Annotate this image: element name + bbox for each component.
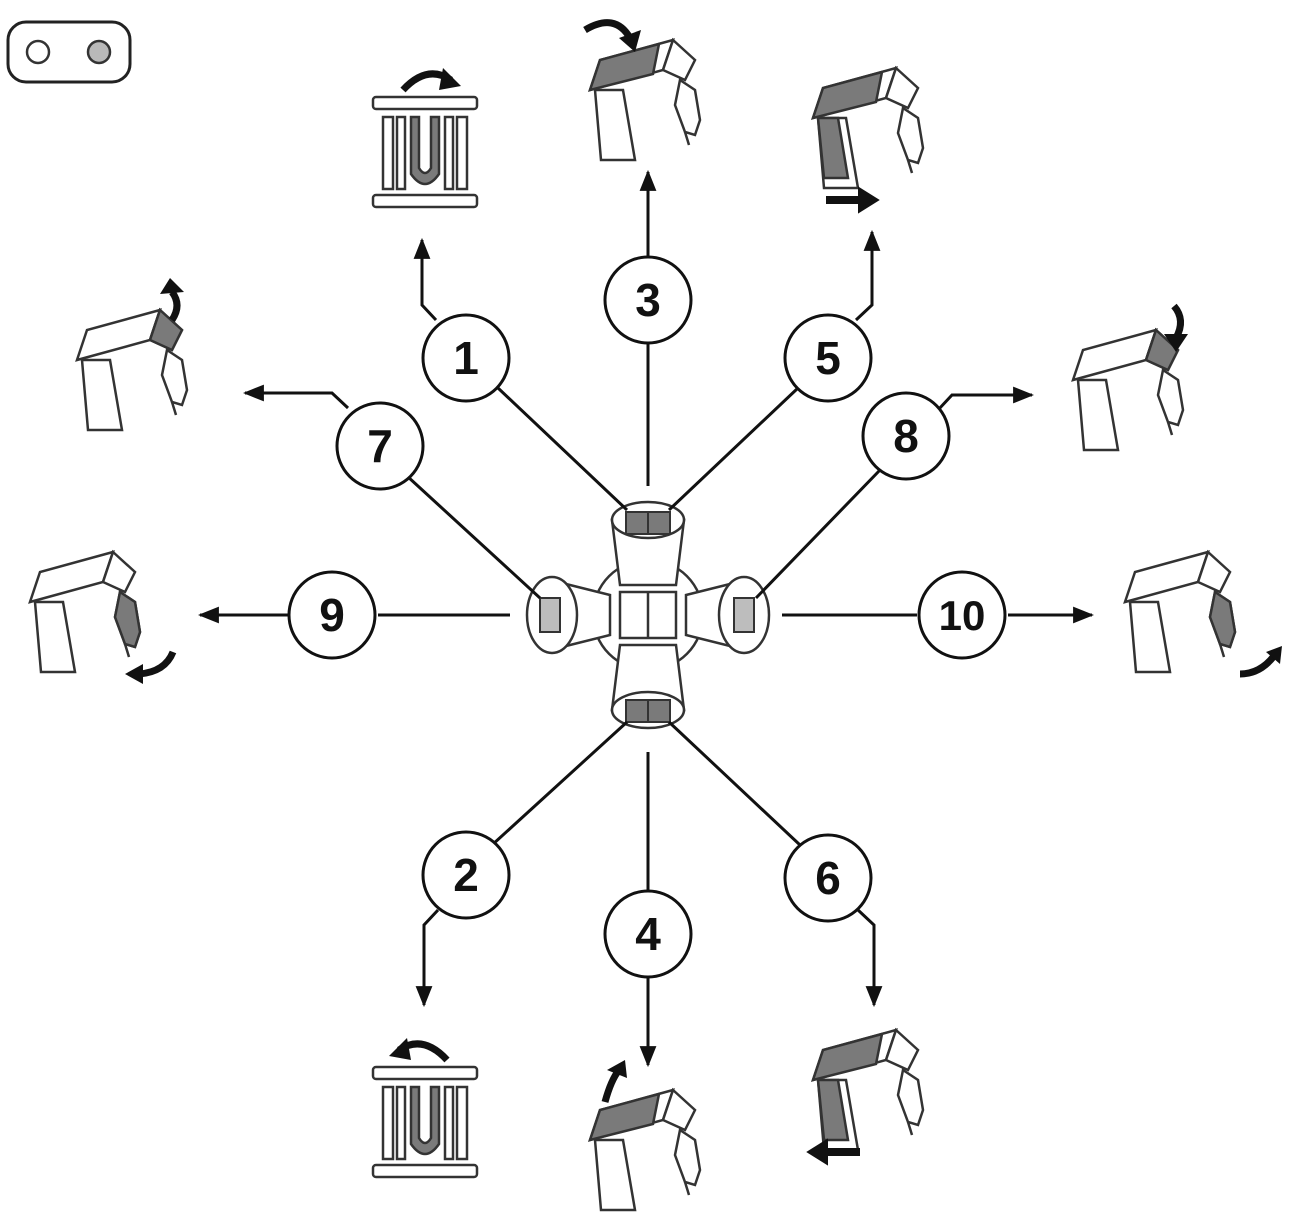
mode-toggle-icon xyxy=(6,20,132,84)
callout-2-label: 2 xyxy=(453,849,479,901)
swing-left-icon xyxy=(806,1028,925,1166)
callout-5-label: 5 xyxy=(815,332,841,384)
callout-1-label: 1 xyxy=(453,332,479,384)
direction-arrows xyxy=(197,169,1095,1068)
callout-10-label: 10 xyxy=(939,592,986,639)
function-symbols xyxy=(28,19,1282,1212)
bucket-dump-icon xyxy=(1123,550,1282,678)
track-turn-right-icon xyxy=(371,68,479,209)
boom-lower-icon xyxy=(583,19,702,162)
bucket-curl-icon xyxy=(28,550,177,684)
callout-9: 9 xyxy=(287,570,377,660)
callout-6: 6 xyxy=(783,833,873,923)
callout-8-label: 8 xyxy=(893,410,919,462)
callout-8: 8 xyxy=(861,391,951,481)
callout-2: 2 xyxy=(421,830,511,920)
callout-6-label: 6 xyxy=(815,852,841,904)
callout-5: 5 xyxy=(783,313,873,403)
callout-4-label: 4 xyxy=(635,908,661,960)
callout-7: 7 xyxy=(335,401,425,491)
callout-7-label: 7 xyxy=(367,420,393,472)
callout-4: 4 xyxy=(603,889,693,979)
joystick-icon xyxy=(525,500,771,730)
callout-9-label: 9 xyxy=(319,589,345,641)
callout-3: 3 xyxy=(603,255,693,345)
callouts: 1 2 3 4 5 6 7 8 xyxy=(287,255,1007,979)
callout-3-label: 3 xyxy=(635,274,661,326)
callout-10: 10 xyxy=(917,570,1007,660)
boom-raise-icon xyxy=(588,1060,702,1212)
leader-lines xyxy=(378,342,917,892)
arm-raise-icon xyxy=(75,278,189,432)
track-turn-left-icon xyxy=(371,1038,479,1179)
arm-lower-icon xyxy=(1071,303,1188,452)
swing-right-icon xyxy=(811,66,925,214)
callout-1: 1 xyxy=(421,313,511,403)
